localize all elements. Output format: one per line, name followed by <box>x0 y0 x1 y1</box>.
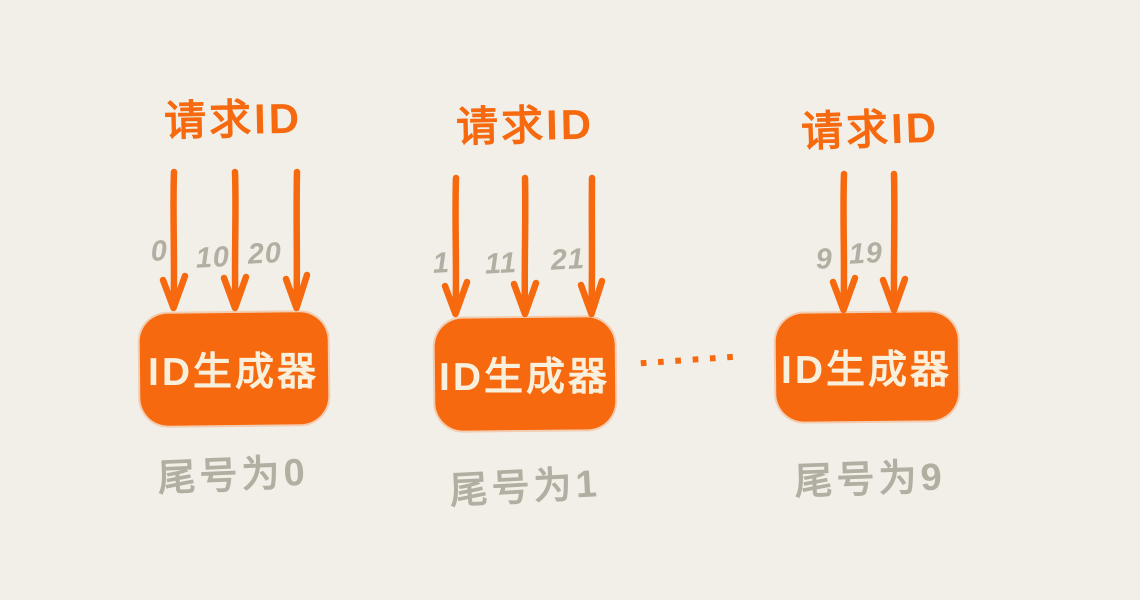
id-generator-box: ID生成器 <box>139 312 329 426</box>
id-value-label: 19 <box>847 237 884 271</box>
generator-group-1: 请求ID 1 11 21 ID生成器 尾号为1 <box>410 78 640 538</box>
id-generator-box-label: ID生成器 <box>439 356 611 400</box>
id-generator-box-label: ID生成器 <box>148 351 320 395</box>
tail-number-caption: 尾号为9 <box>793 456 947 504</box>
request-id-title: 请求ID <box>163 94 303 145</box>
id-generator-box: ID生成器 <box>775 312 959 422</box>
id-value-label: 9 <box>814 243 834 276</box>
id-value-label: 11 <box>484 247 518 281</box>
request-id-title: 请求ID <box>455 100 595 151</box>
id-generator-box: ID生成器 <box>434 317 616 431</box>
id-value-label: 20 <box>246 237 283 271</box>
ellipsis: ······ <box>636 334 744 386</box>
id-value-label: 0 <box>149 235 169 268</box>
id-generator-box-label: ID生成器 <box>781 349 953 393</box>
tail-number-caption: 尾号为0 <box>156 451 310 501</box>
request-id-title: 请求ID <box>800 103 940 156</box>
generator-group-0: 请求ID 0 10 20 ID生成器 尾号为0 <box>118 78 348 538</box>
generator-group-9: 请求ID 9 19 ID生成器 尾号为9 <box>765 78 975 538</box>
down-arrow-icon <box>877 170 911 316</box>
down-arrow-icon <box>280 168 314 314</box>
id-value-label: 10 <box>194 241 231 275</box>
id-value-label: 21 <box>549 243 586 277</box>
id-value-label: 1 <box>431 247 451 280</box>
down-arrow-icon <box>827 170 861 316</box>
tail-number-caption: 尾号为1 <box>448 463 602 513</box>
down-arrow-icon <box>218 168 252 314</box>
down-arrow-icon <box>439 174 473 320</box>
down-arrow-icon <box>157 168 191 314</box>
down-arrow-icon <box>508 174 542 320</box>
down-arrow-icon <box>575 174 609 320</box>
